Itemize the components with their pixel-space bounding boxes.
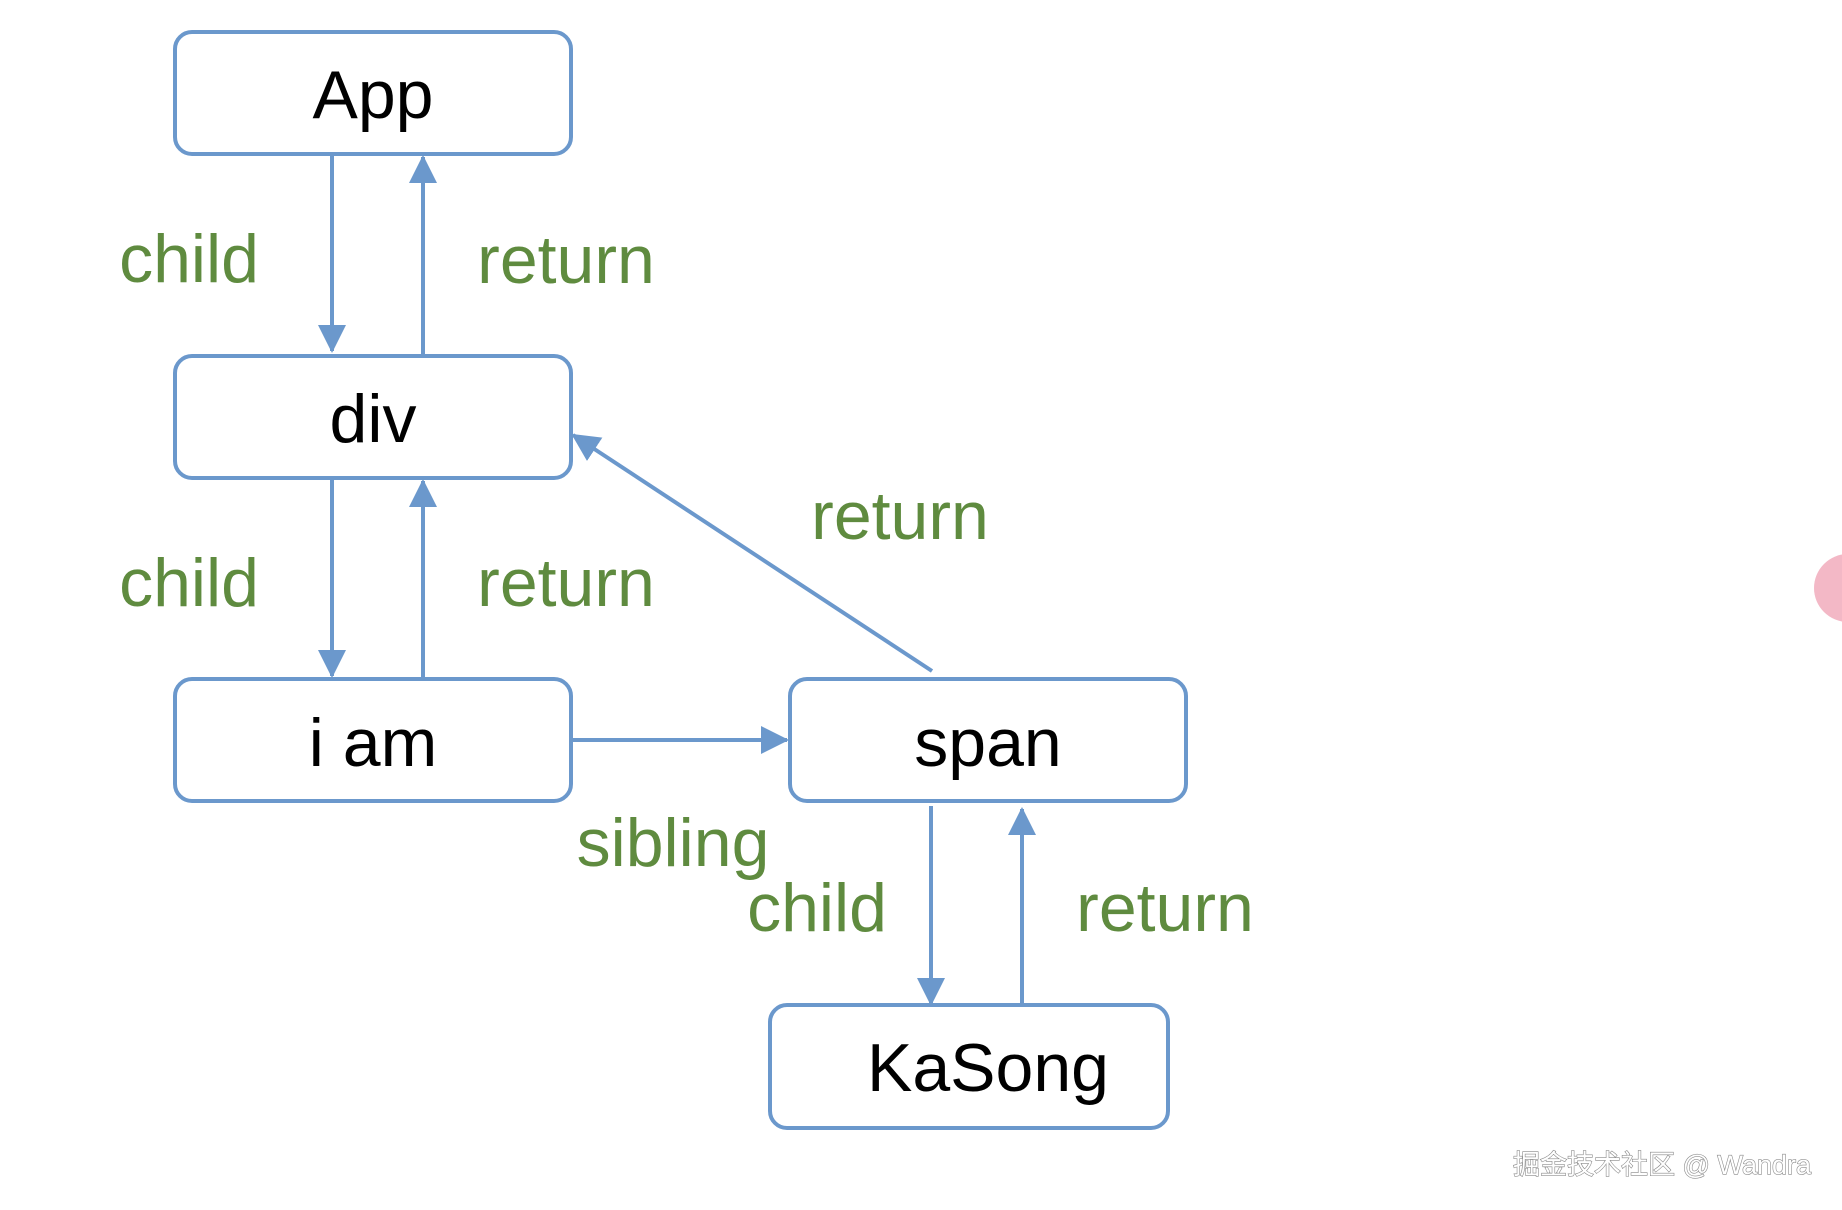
span-to-div-return-arrow bbox=[571, 433, 934, 673]
edge-label-sibling: sibling bbox=[577, 805, 770, 881]
floating-circle-button[interactable] bbox=[1814, 554, 1842, 622]
edge-label-app-child: child bbox=[119, 221, 259, 297]
edge-label-span-child: child bbox=[747, 870, 887, 946]
watermark-text: 掘金技术社区 @ Wandra bbox=[1513, 1150, 1812, 1180]
node-app-label: App bbox=[313, 57, 434, 133]
edge-label-span-return-div: return bbox=[811, 478, 989, 554]
edge-label-span-return: return bbox=[1076, 870, 1254, 946]
node-span-label: span bbox=[914, 705, 1061, 781]
edges bbox=[318, 154, 1036, 1007]
node-app: App bbox=[173, 30, 573, 156]
node-span: span bbox=[788, 677, 1188, 803]
node-div: div bbox=[173, 354, 573, 480]
node-div-label: div bbox=[330, 381, 417, 457]
node-iam: i am bbox=[173, 677, 573, 803]
node-kasong: KaSong bbox=[768, 1003, 1170, 1130]
edge-label-app-return: return bbox=[477, 222, 655, 298]
node-kasong-label: KaSong bbox=[867, 1030, 1109, 1106]
edge-label-div-child: child bbox=[119, 545, 259, 621]
node-iam-label: i am bbox=[309, 705, 437, 781]
edge-label-div-return: return bbox=[477, 545, 655, 621]
